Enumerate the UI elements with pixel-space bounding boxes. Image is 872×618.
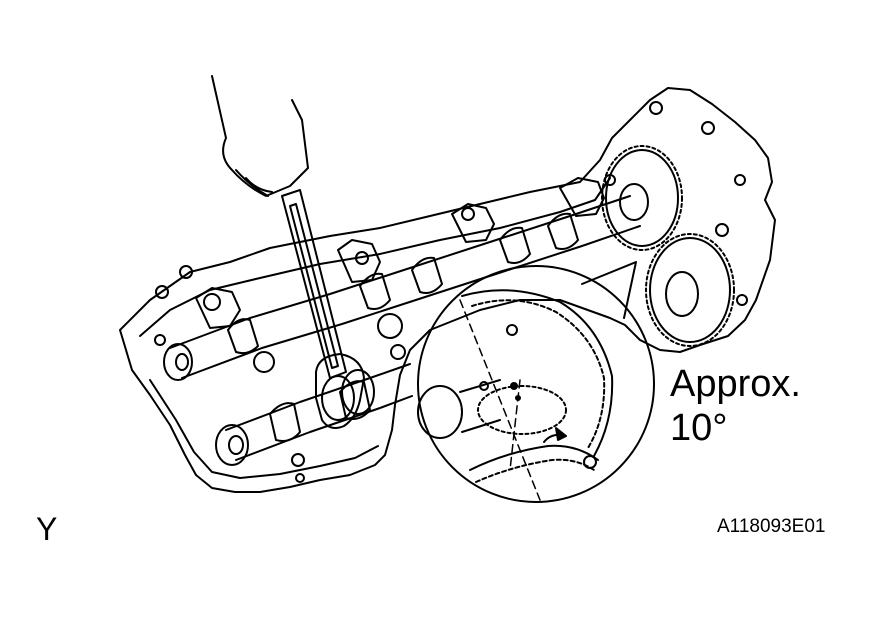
- angle-label-line2: 10°: [670, 407, 728, 449]
- bolt: [355, 251, 369, 265]
- detail-bolt: [506, 324, 518, 336]
- camshaft-end: [228, 435, 244, 455]
- callout-pointer: [581, 261, 637, 319]
- rear-camshaft: [181, 225, 641, 379]
- cam-cap: [451, 203, 495, 243]
- bolt: [461, 207, 475, 221]
- wrench-head: [315, 353, 365, 429]
- cam-lobe: [269, 402, 301, 442]
- detail-timing-dot: [515, 395, 521, 401]
- detail-bolt: [479, 381, 489, 391]
- camshaft-end: [175, 353, 189, 371]
- wrench-handle-slot: [289, 203, 339, 369]
- camshaft-end: [215, 424, 249, 466]
- bolt: [390, 344, 406, 360]
- cam-cap: [337, 239, 381, 283]
- lower-cam-gear-teeth: [645, 233, 735, 347]
- cam-cap: [559, 177, 605, 217]
- front-camshaft: [235, 395, 413, 461]
- cam-lobe: [411, 256, 443, 294]
- bolt: [734, 174, 746, 186]
- bolt: [155, 285, 169, 299]
- upper-cam-gear-hub: [619, 183, 649, 221]
- bolt: [377, 313, 403, 339]
- cam-cap: [195, 287, 241, 329]
- detail-gear-large-teeth: [471, 299, 606, 449]
- detail-bolt: [583, 455, 597, 469]
- corner-marker: Y: [36, 511, 58, 547]
- detail-lower-gear-teeth: [475, 458, 595, 483]
- rear-camshaft: [169, 195, 631, 349]
- bolt: [715, 223, 729, 237]
- lower-cam-gear-hub: [665, 271, 699, 317]
- detail-lower-gear: [469, 444, 599, 471]
- bolt: [295, 473, 305, 483]
- detail-timing-dot: [510, 382, 518, 390]
- cam-lobe: [499, 226, 531, 264]
- front-camshaft: [225, 363, 411, 431]
- cam-lobe: [547, 212, 579, 250]
- bolt: [736, 294, 748, 306]
- callout-circle: [417, 265, 655, 503]
- bolt: [203, 293, 221, 311]
- hand: [211, 75, 309, 197]
- camshaft-end: [163, 343, 193, 381]
- bolt: [701, 121, 715, 135]
- lower-cam-gear: [649, 237, 731, 343]
- upper-cam-gear-teeth: [601, 145, 683, 251]
- bolt: [291, 453, 305, 467]
- detail-shaft-end: [417, 385, 463, 439]
- hex-section: [321, 375, 355, 421]
- detail-mark-line: [459, 299, 541, 501]
- wrench-handle: [281, 189, 347, 379]
- bolt: [604, 174, 616, 186]
- detail-mark-line: [509, 379, 521, 471]
- cam-lobe: [227, 318, 259, 355]
- angle-label-line1: Approx.: [670, 363, 801, 405]
- hand-fingers: [235, 169, 273, 197]
- detail-arrowhead: [555, 427, 567, 441]
- figure-id: A118093E01: [717, 516, 826, 537]
- bolt: [649, 101, 663, 115]
- bolt: [154, 334, 166, 346]
- cam-lobe: [359, 272, 391, 310]
- head-inner-outline-lower: [149, 379, 379, 479]
- bolt: [179, 265, 193, 279]
- hex-section: [341, 369, 375, 415]
- detail-gear-large: [461, 289, 614, 457]
- upper-cam-gear: [605, 149, 679, 247]
- bolt: [253, 351, 275, 373]
- detail-small-gear: [477, 385, 567, 435]
